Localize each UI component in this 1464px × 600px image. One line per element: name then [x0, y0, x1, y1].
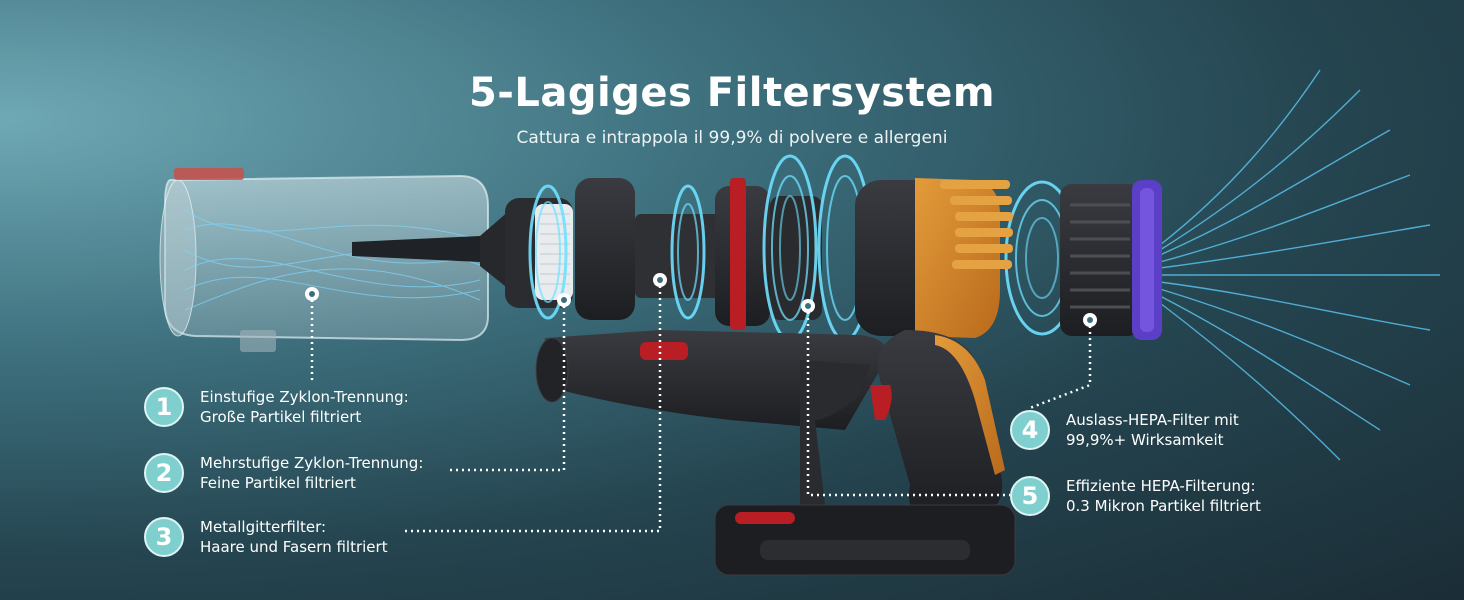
callout-1: 1 Einstufige Zyklon-Trennung: Große Part…: [144, 387, 409, 427]
page-title: 5-Lagiges Filtersystem: [468, 70, 996, 116]
callout-label-line: Auslass-HEPA-Filter mit: [1066, 411, 1239, 429]
callout-number-badge: 1: [144, 387, 184, 427]
callout-4: 4 Auslass-HEPA-Filter mit 99,9%+ Wirksam…: [1010, 410, 1239, 450]
dust-bin: [159, 168, 489, 352]
callout-number-badge: 4: [1010, 410, 1050, 450]
callout-leaders: [310, 280, 1092, 533]
callout-number-badge: 3: [144, 517, 184, 557]
callout-label: Mehrstufige Zyklon-Trennung: Feine Parti…: [200, 453, 423, 493]
hotspot-markers: [305, 273, 1097, 327]
page-subtitle: Cattura e intrappola il 99,9% di polvere…: [516, 128, 948, 148]
callout-number-badge: 2: [144, 453, 184, 493]
callout-label-line: Große Partikel filtriert: [200, 408, 362, 426]
callout-label-line: Einstufige Zyklon-Trennung:: [200, 388, 409, 406]
callout-5: 5 Effiziente HEPA-Filterung: 0.3 Mikron …: [1010, 476, 1261, 516]
vacuum-body: [535, 178, 1016, 576]
callout-label-line: Feine Partikel filtriert: [200, 474, 356, 492]
exhaust-airflow: [1159, 69, 1440, 461]
callout-label: Metallgitterfilter: Haare und Fasern fil…: [200, 517, 388, 557]
callout-label: Auslass-HEPA-Filter mit 99,9%+ Wirksamke…: [1066, 410, 1239, 450]
callout-label: Effiziente HEPA-Filterung: 0.3 Mikron Pa…: [1066, 476, 1261, 516]
callout-label-line: Metallgitterfilter:: [200, 518, 327, 536]
callout-label-line: 99,9%+ Wirksamkeit: [1066, 431, 1224, 449]
callout-3: 3 Metallgitterfilter: Haare und Fasern f…: [144, 517, 388, 557]
hepa-filter-unit: [1060, 180, 1162, 340]
callout-label-line: 0.3 Mikron Partikel filtriert: [1066, 497, 1261, 515]
callout-label-line: Effiziente HEPA-Filterung:: [1066, 477, 1256, 495]
callout-label-line: Mehrstufige Zyklon-Trennung:: [200, 454, 424, 472]
callout-2: 2 Mehrstufige Zyklon-Trennung: Feine Par…: [144, 453, 423, 493]
callout-label: Einstufige Zyklon-Trennung: Große Partik…: [200, 387, 409, 427]
callout-label-line: Haare und Fasern filtriert: [200, 538, 388, 556]
callout-number-badge: 5: [1010, 476, 1050, 516]
